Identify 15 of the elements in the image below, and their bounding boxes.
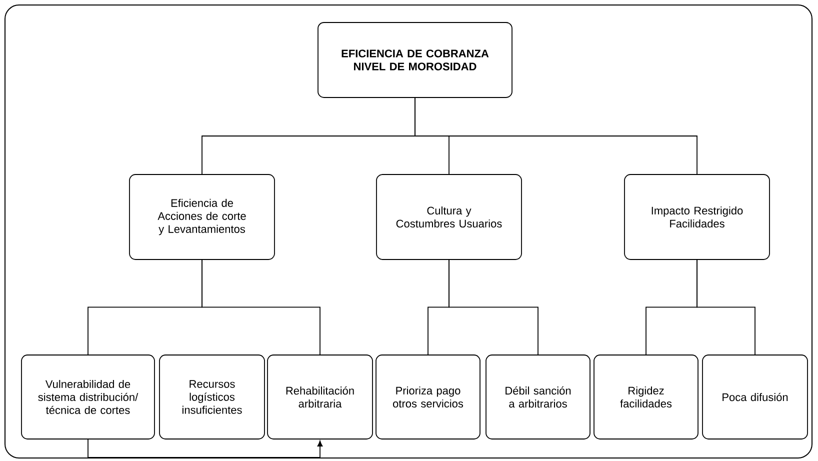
- connector-line: [448, 260, 538, 355]
- process-box: Cultura y Costumbres Usuarios: [376, 174, 522, 260]
- process-box: Vulnerabilidad de sistema distribución/ técnica de cortes: [21, 354, 155, 440]
- process-box: Débil sanción a arbitrarios: [486, 354, 590, 440]
- process-box: Eficiencia de Acciones de corte y Levantamientos: [129, 174, 275, 260]
- process-box: Poca difusión: [702, 354, 808, 440]
- process-box: Rigidez facilidades: [594, 354, 698, 440]
- process-box: Prioriza pago otros servicios: [376, 354, 480, 440]
- title-box: EFICIENCIA DE COBRANZA NIVEL DE MOROSIDAD: [318, 22, 512, 98]
- process-box: Recursos logísticos insuficientes: [159, 354, 265, 440]
- connector-line: [696, 260, 756, 355]
- arrow: [88, 439, 323, 458]
- connector-line: [202, 260, 320, 355]
- process-box: Rehabilitación arbitraria: [267, 354, 373, 440]
- process-box: Impacto Restrigido Facilidades: [624, 174, 770, 260]
